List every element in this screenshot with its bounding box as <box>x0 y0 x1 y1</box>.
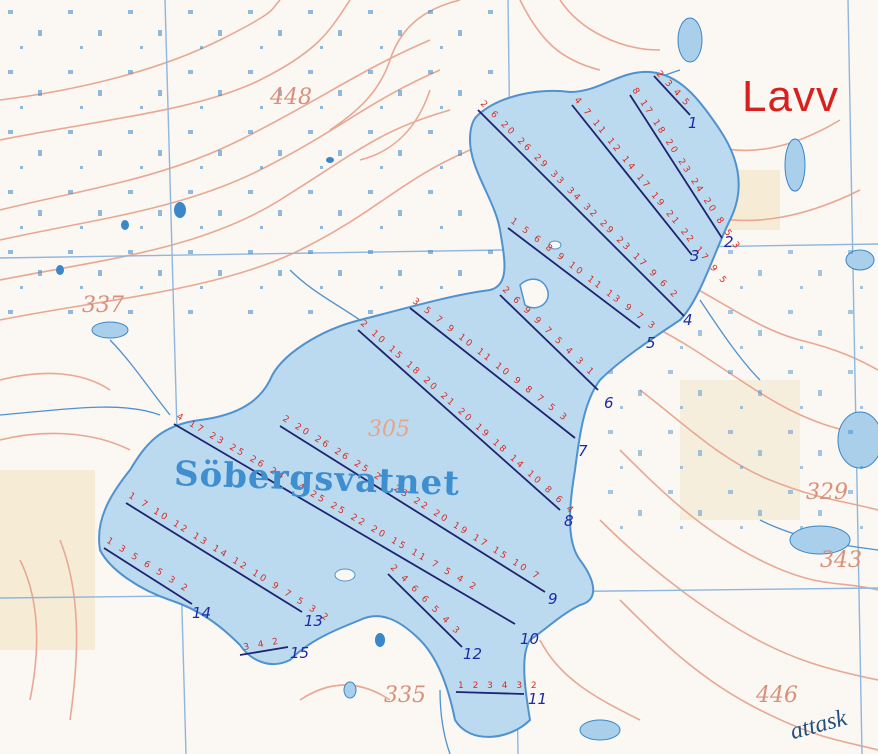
elevation-label: 337 <box>82 293 124 318</box>
transect-number: 2 <box>724 233 734 251</box>
place-name-label: Lavv <box>742 72 839 121</box>
transect-number: 5 <box>646 334 656 352</box>
transect-number: 6 <box>604 394 614 412</box>
transect-number: 7 <box>578 442 588 460</box>
transect-number: 8 <box>564 512 574 530</box>
transect-number: 9 <box>548 590 558 608</box>
transect-number: 15 <box>290 644 310 662</box>
transect-number: 4 <box>683 311 693 329</box>
transect-number: 10 <box>520 630 540 648</box>
lake <box>98 70 740 738</box>
transect-11-soundings: 1 2 3 4 3 2 <box>458 681 540 691</box>
transect-15: 3 4 2 <box>239 637 289 656</box>
transect-number: 1 <box>688 114 698 132</box>
islet <box>548 240 562 250</box>
elevation-label: 329 <box>806 480 848 505</box>
elevation-label: 343 <box>820 548 862 573</box>
elevation-label: 448 <box>270 85 312 110</box>
elevation-label: 446 <box>756 683 798 708</box>
transect-number: 12 <box>463 645 483 663</box>
islet <box>334 568 356 582</box>
transect-number: 14 <box>192 604 212 622</box>
elevation-label: 305 <box>368 417 410 442</box>
transect-number: 11 <box>528 690 548 708</box>
transect-number: 3 <box>690 247 700 265</box>
transect-number: 13 <box>304 612 324 630</box>
elevation-label: 335 <box>384 683 426 708</box>
island <box>519 278 549 309</box>
transect-11: 1 2 3 4 3 2 <box>455 681 540 695</box>
